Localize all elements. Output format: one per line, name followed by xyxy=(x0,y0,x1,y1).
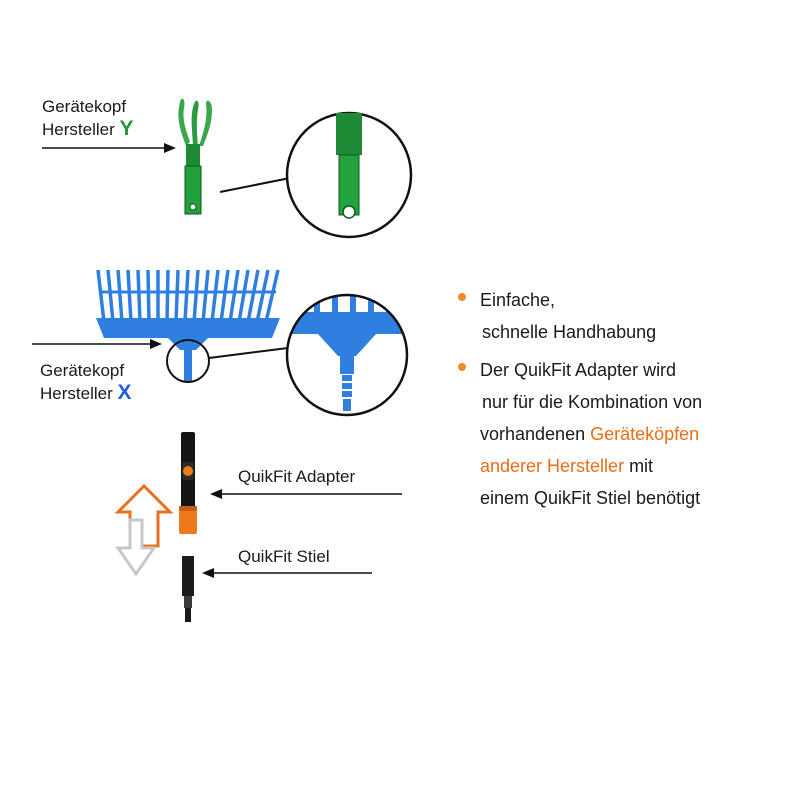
quikfit-handle-end xyxy=(182,556,194,622)
quikfit-adapter xyxy=(179,432,197,534)
down-arrow-icon xyxy=(115,518,157,577)
bullet-dot-icon xyxy=(458,363,466,371)
bullet-2-line-3: vorhandenen Geräteköpfen xyxy=(480,424,700,444)
head-x-line2: Hersteller X xyxy=(40,381,132,404)
feature-bullets: Einfache, schnelle Handhabung Der QuikFi… xyxy=(458,284,778,514)
label-arrows xyxy=(32,143,402,578)
bullet-2-line-4: anderer Hersteller mit xyxy=(480,456,654,476)
bullet-1-line-2: schnelle Handhabung xyxy=(482,322,657,342)
socket-highlight-circle xyxy=(166,339,210,383)
green-cultivator-head xyxy=(178,98,212,215)
head-x-label: Gerätekopf Hersteller X xyxy=(40,360,132,405)
highlight-tool-heads: Geräteköpfen xyxy=(590,424,700,444)
bullet-dot-icon xyxy=(458,293,466,301)
highlight-other-manufacturers: anderer Hersteller xyxy=(480,456,625,476)
head-y-line2: Hersteller Y xyxy=(42,117,134,140)
manufacturer-x-letter: X xyxy=(117,381,132,404)
bullet-1-line-1: Einfache, xyxy=(480,290,556,310)
bullet-2: Der QuikFit Adapter wird nur für die Kom… xyxy=(458,354,778,514)
green-zoom-circle xyxy=(285,111,413,239)
handle-label: QuikFit Stiel xyxy=(238,547,330,566)
bullet-2-line-2: nur für die Kombination von xyxy=(482,392,703,412)
head-y-line1: Gerätekopf xyxy=(42,97,127,116)
bullet-2-line-5: einem QuikFit Stiel benötigt xyxy=(480,488,701,508)
bullet-1: Einfache, schnelle Handhabung xyxy=(458,284,778,348)
bullet-2-line-1: Der QuikFit Adapter wird xyxy=(480,360,677,380)
head-y-label: Gerätekopf Hersteller Y xyxy=(42,96,134,141)
blue-zoom-circle xyxy=(285,293,409,417)
adapter-label: QuikFit Adapter xyxy=(238,467,356,486)
manufacturer-y-letter: Y xyxy=(119,117,134,140)
zoom-connector-blue xyxy=(208,347,289,359)
head-x-line1: Gerätekopf xyxy=(40,361,125,380)
zoom-connector-green xyxy=(219,177,291,193)
blue-rake-head xyxy=(96,269,280,382)
up-arrow-icon xyxy=(114,483,174,548)
